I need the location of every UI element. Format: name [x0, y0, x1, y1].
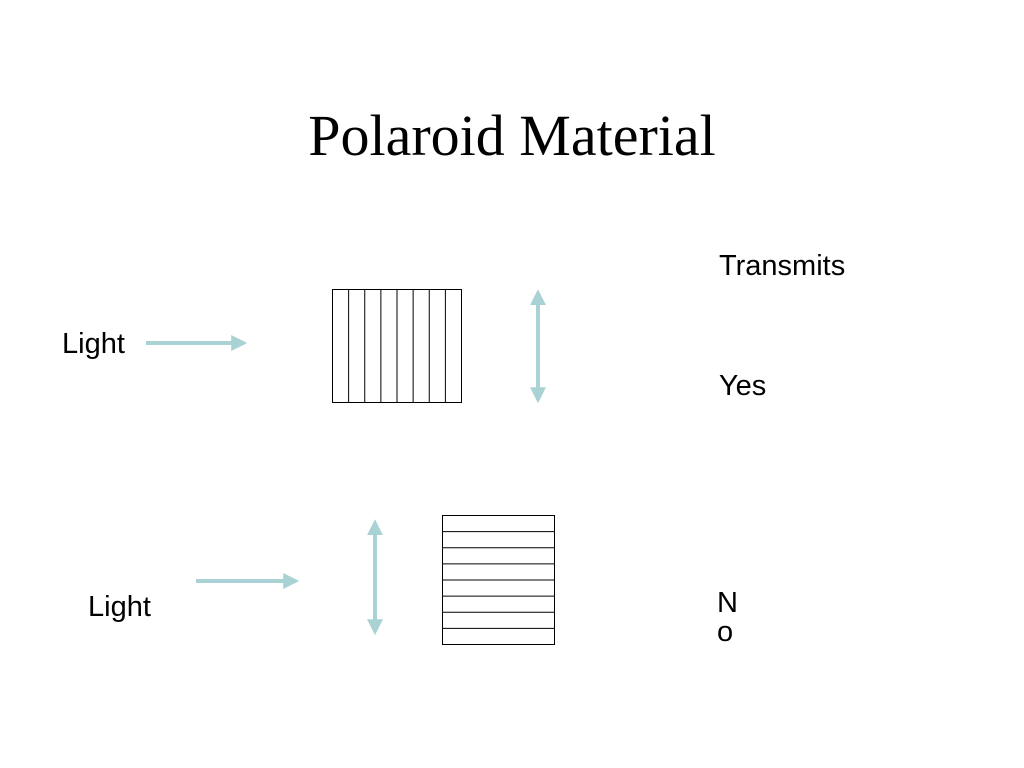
transmits-value-bottom: No: [717, 587, 738, 648]
transmits-value-top: Yes: [719, 370, 767, 402]
polarizer-grid-vertical: [332, 289, 462, 403]
light-label-bottom: Light: [88, 591, 151, 623]
transmits-header: Transmits: [719, 250, 846, 282]
slide-title: Polaroid Material: [308, 103, 716, 168]
light-label-top: Light: [62, 328, 125, 360]
polarizer-grid-horizontal: [442, 515, 555, 645]
